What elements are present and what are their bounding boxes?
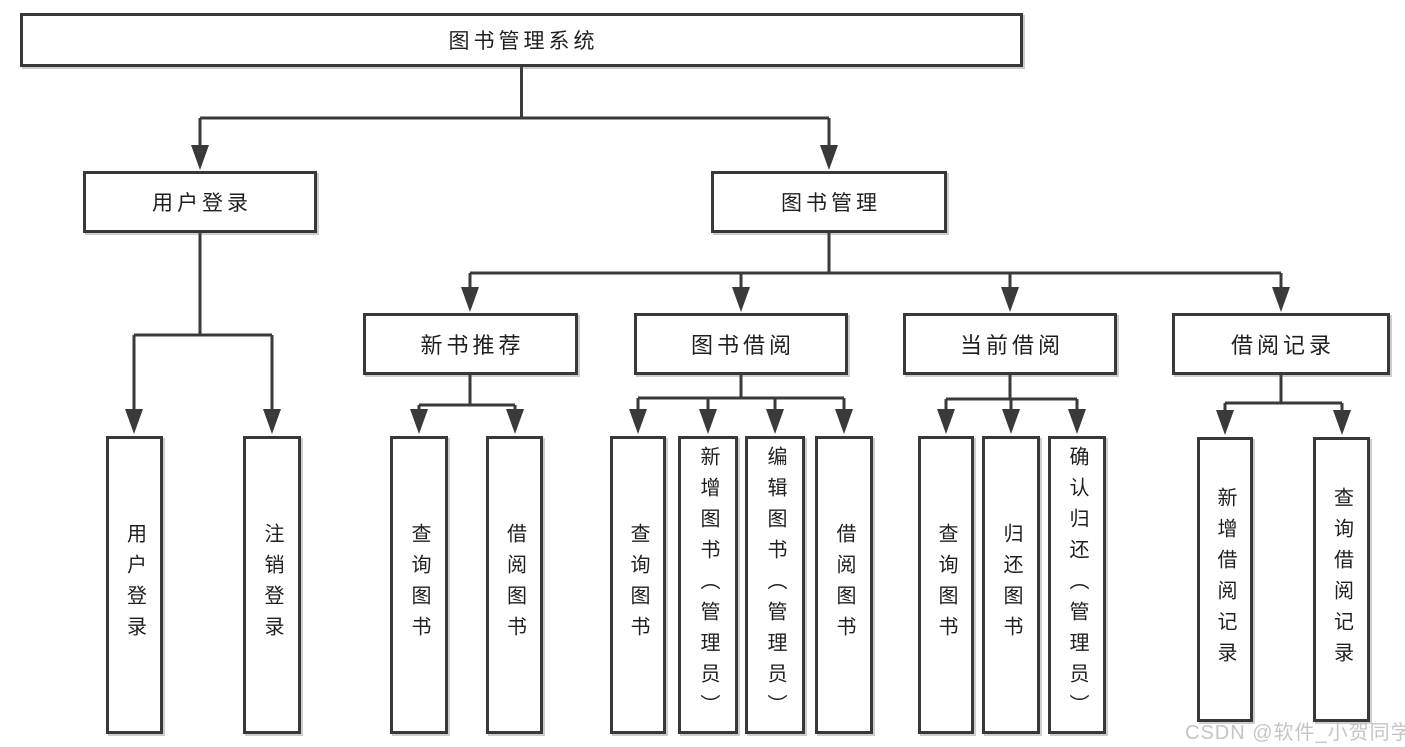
- node-book-borrow-label: 图书借阅: [690, 333, 795, 358]
- leaf-return-book: 归还图书: [982, 436, 1040, 734]
- node-user-login: 用户登录: [83, 171, 317, 233]
- leaf-return-book-label: 归还图书: [1000, 523, 1022, 647]
- node-root-label: 图书管理系统: [448, 30, 599, 53]
- leaf-query-books-current-label: 查询图书: [935, 523, 957, 647]
- leaf-query-books-recommend-label: 查询图书: [408, 523, 430, 647]
- leaf-query-books-borrow: 查询图书: [610, 436, 666, 734]
- node-borrow-records-label: 借阅记录: [1230, 333, 1335, 358]
- leaf-confirm-return-admin-label: 确认归还（管理员）: [1066, 445, 1088, 725]
- leaf-query-borrow-record-label: 查询借阅记录: [1330, 486, 1353, 673]
- leaf-add-borrow-record-label: 新增借阅记录: [1214, 486, 1236, 673]
- leaf-borrow-books-borrow-label: 借阅图书: [833, 523, 855, 647]
- leaf-confirm-return-admin: 确认归还（管理员）: [1048, 436, 1106, 734]
- node-book-borrow: 图书借阅: [634, 313, 848, 375]
- leaf-user-login-label: 用户登录: [123, 523, 146, 647]
- connector-user-login-branch: [132, 233, 274, 410]
- connector-borrow-records-branch: [1223, 375, 1344, 411]
- leaf-query-books-current: 查询图书: [918, 436, 974, 734]
- node-book-management: 图书管理: [711, 171, 947, 233]
- node-new-book-recommend-label: 新书推荐: [420, 333, 525, 358]
- connector-root-to-level2: [198, 67, 831, 147]
- connector-new-book-recommend-branch: [417, 375, 517, 410]
- node-root: 图书管理系统: [20, 13, 1023, 67]
- node-current-borrow: 当前借阅: [903, 313, 1117, 375]
- watermark-text: CSDN @软件_小贺同学: [1185, 722, 1405, 744]
- leaf-query-books-borrow-label: 查询图书: [627, 523, 649, 647]
- connector-book-borrow-branch: [636, 375, 846, 410]
- leaf-logout-label: 注销登录: [261, 523, 283, 647]
- leaf-logout: 注销登录: [243, 436, 301, 734]
- leaf-add-book-admin: 新增图书（管理员）: [678, 436, 738, 734]
- node-book-management-label: 图书管理: [781, 192, 881, 215]
- leaf-add-book-admin-label: 新增图书（管理员）: [697, 445, 719, 725]
- connector-current-borrow-branch: [944, 375, 1079, 410]
- node-current-borrow-label: 当前借阅: [959, 333, 1064, 358]
- leaf-query-books-recommend: 查询图书: [390, 436, 448, 734]
- leaf-add-borrow-record: 新增借阅记录: [1197, 437, 1253, 722]
- leaf-user-login: 用户登录: [106, 436, 163, 734]
- node-borrow-records: 借阅记录: [1172, 313, 1390, 375]
- node-new-book-recommend: 新书推荐: [363, 313, 578, 375]
- leaf-query-borrow-record: 查询借阅记录: [1313, 437, 1370, 722]
- leaf-edit-book-admin-label: 编辑图书（管理员）: [764, 445, 786, 725]
- leaf-borrow-books-recommend: 借阅图书: [486, 436, 543, 734]
- node-user-login-label: 用户登录: [152, 192, 252, 215]
- leaf-borrow-books-borrow: 借阅图书: [815, 436, 873, 734]
- leaf-borrow-books-recommend-label: 借阅图书: [503, 523, 526, 647]
- leaf-edit-book-admin: 编辑图书（管理员）: [745, 436, 805, 734]
- connector-book-management-branch: [468, 233, 1283, 288]
